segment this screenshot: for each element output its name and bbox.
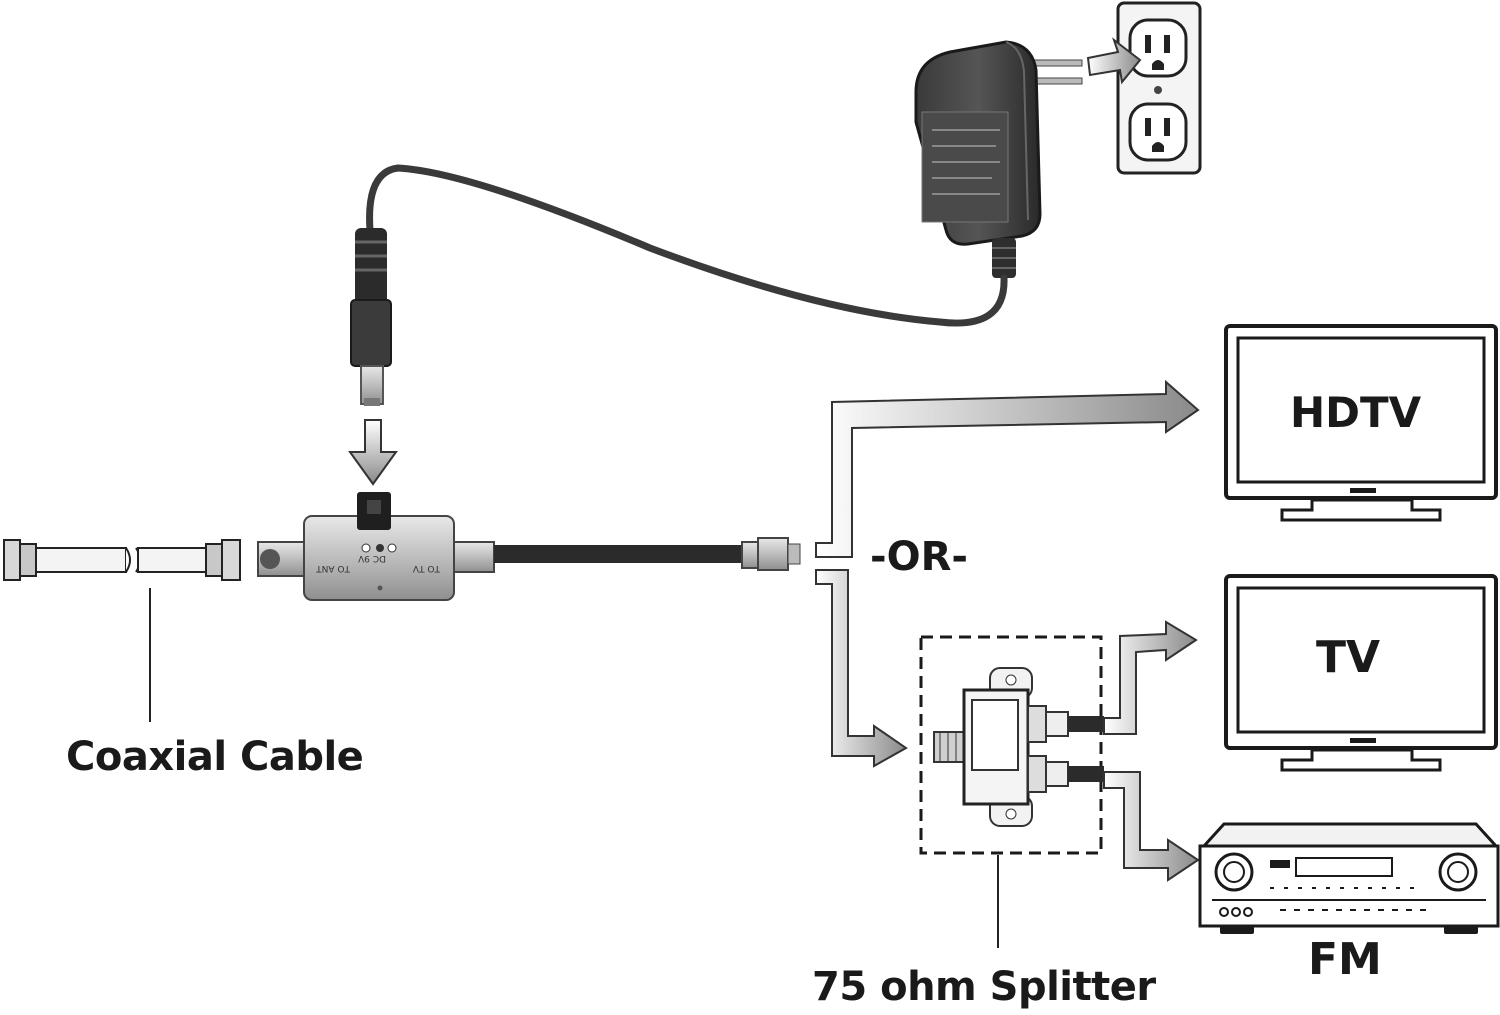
output-cable	[494, 537, 801, 571]
tv-device	[1224, 574, 1498, 772]
power-cord	[366, 164, 1008, 327]
to-tv-text: TO TV	[412, 563, 441, 573]
arrow-to-fm	[1103, 771, 1200, 882]
tv-label: TV	[1316, 632, 1381, 683]
to-ant-text: TO ANT	[316, 563, 351, 573]
arrow-to-splitter	[815, 569, 908, 768]
hdtv-label: HDTV	[1290, 388, 1422, 437]
or-label: -OR-	[870, 534, 969, 580]
amplifier-unit	[257, 492, 495, 601]
plug-in-arrow	[1086, 37, 1142, 85]
dc-barrel-plug	[350, 228, 392, 406]
wall-outlet	[1116, 1, 1202, 175]
arrow-to-tv	[1103, 620, 1198, 735]
coaxial-cable	[3, 539, 241, 722]
dc-9v-text: DC 9V	[357, 553, 386, 563]
hdtv-device	[1224, 324, 1498, 522]
down-arrow	[348, 419, 398, 486]
arrow-to-hdtv	[815, 379, 1200, 558]
fm-receiver	[1198, 822, 1500, 934]
splitter-label: 75 ohm Splitter	[812, 964, 1156, 1010]
coaxial-cable-label: Coaxial Cable	[66, 734, 364, 780]
splitter-device	[919, 635, 1104, 948]
fm-label: FM	[1308, 934, 1382, 985]
power-adapter	[914, 40, 1083, 278]
